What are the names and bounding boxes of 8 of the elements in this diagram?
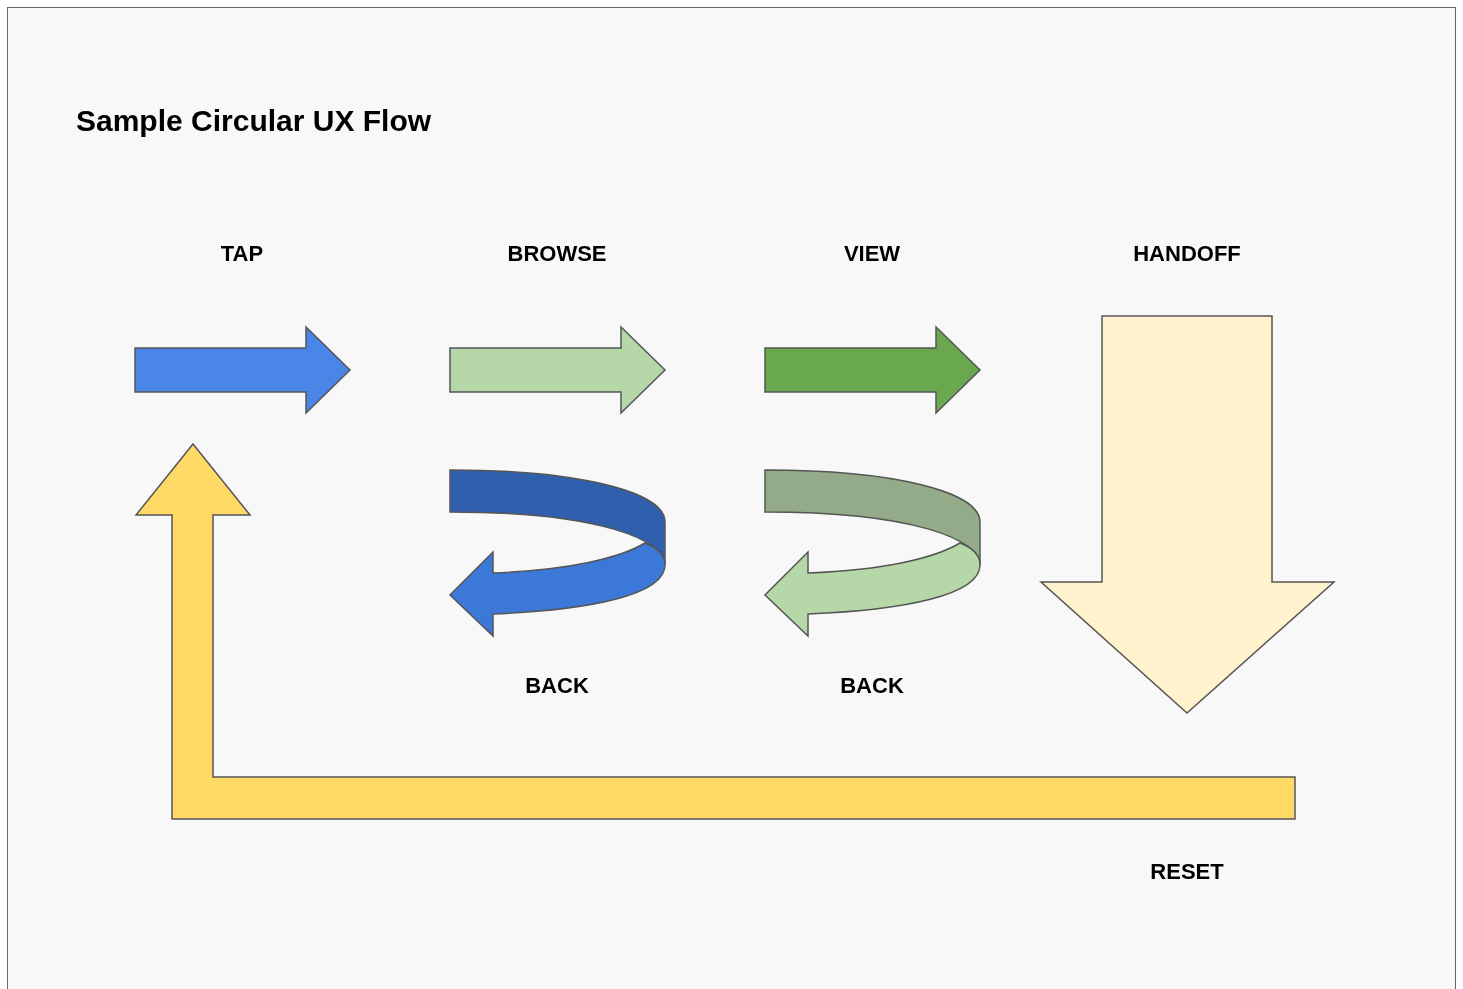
- step-label: HANDOFF: [1133, 241, 1241, 267]
- step-label: BACK: [840, 673, 904, 699]
- diagram-title: Sample Circular UX Flow: [76, 104, 432, 138]
- step-label: BACK: [525, 673, 589, 699]
- step-label: TAP: [220, 241, 264, 267]
- step-label: VIEW: [843, 241, 901, 267]
- step-label: RESET: [1150, 859, 1224, 885]
- step-label: BROWSE: [507, 241, 607, 267]
